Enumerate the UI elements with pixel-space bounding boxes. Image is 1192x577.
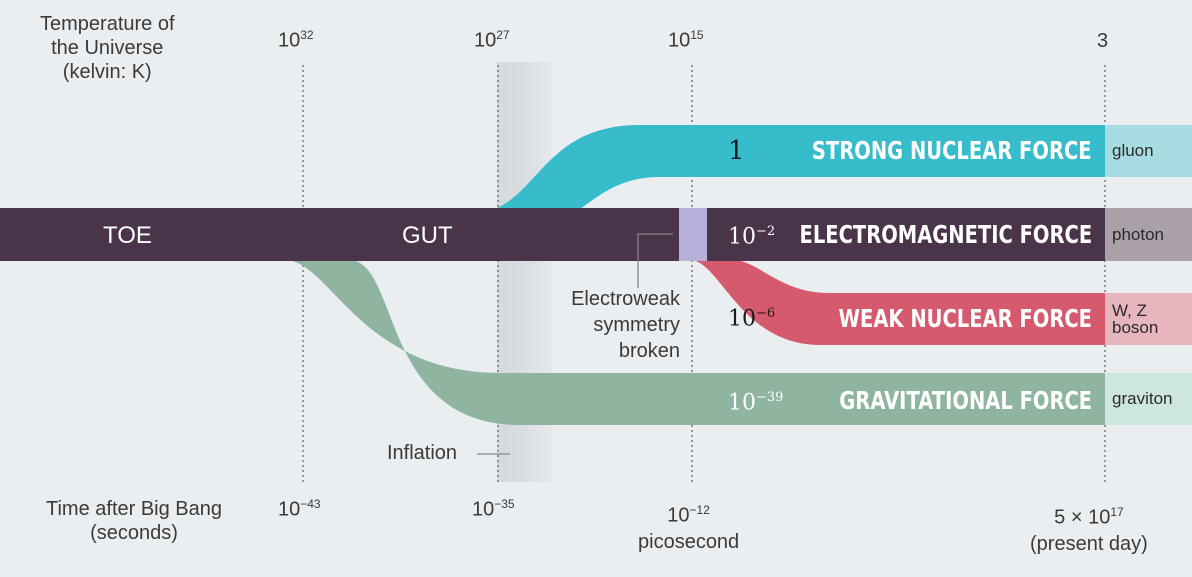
particle-graviton: graviton [1112, 389, 1173, 408]
temp-label-line: Temperature of [40, 13, 175, 35]
particle-wz-box [1105, 293, 1192, 345]
gut-label: GUT [402, 222, 453, 249]
time-tick: 5 × 1017(present day) [1030, 505, 1148, 555]
unified-band [0, 208, 1105, 261]
time-tick: 10−43 [278, 497, 321, 521]
coupling-weak: 10−6 [728, 306, 776, 332]
temp-tick: 3 [1097, 30, 1109, 52]
particle-wz-boson: W, Z boson [1112, 301, 1159, 337]
weak-force-band [690, 260, 1105, 345]
gravity-band [285, 260, 1105, 425]
temperature-axis-label: Temperature of the Universe (kelvin: K) [40, 12, 175, 84]
temp-label-line: (kelvin: K) [62, 61, 152, 83]
inflation-annotation: Inflation [387, 442, 458, 464]
time-axis-label: Time after Big Bang (seconds) [46, 497, 222, 545]
electroweak-leader [637, 233, 673, 288]
temp-tick: 1015 [668, 28, 704, 52]
force-name-gravity: GRAVITATIONAL FORCE [839, 386, 1092, 415]
coupling-strong: 1 [728, 136, 745, 166]
coupling-em: 10−2 [728, 224, 776, 250]
particle-graviton-box [1105, 373, 1192, 425]
electroweak-marker [679, 208, 707, 261]
temp-label-line: the Universe [51, 37, 164, 59]
particle-photon: photon [1112, 225, 1164, 244]
particle-gluon-box [1105, 125, 1192, 177]
force-name-em: ELECTROMAGNETIC FORCE [799, 220, 1092, 249]
toe-label: TOE [103, 222, 152, 249]
force-name-strong: STRONG NUCLEAR FORCE [812, 136, 1092, 165]
temp-tick: 1027 [474, 28, 510, 52]
time-label-line: (seconds) [90, 522, 178, 544]
coupling-gravity: 10−39 [728, 390, 784, 416]
time-label-line: Time after Big Bang [46, 498, 223, 520]
particle-photon-box [1105, 208, 1192, 261]
time-tick: 10−35 [472, 497, 515, 521]
particle-gluon: gluon [1112, 141, 1154, 160]
strong-force-band [495, 125, 1105, 209]
force-name-weak: WEAK NUCLEAR FORCE [838, 304, 1092, 333]
temp-tick: 1032 [278, 28, 314, 52]
